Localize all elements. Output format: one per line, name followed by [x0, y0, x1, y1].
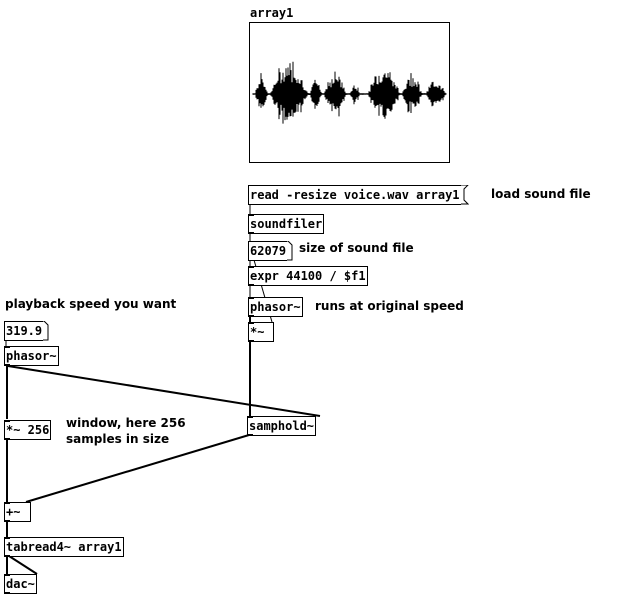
- tabread-object[interactable]: tabread4~ array1: [3, 537, 124, 557]
- mult-right-object[interactable]: *~: [248, 322, 274, 342]
- phasor-left-object[interactable]: phasor~: [4, 346, 59, 366]
- dac-object[interactable]: dac~: [4, 574, 37, 594]
- playback-speed-comment: playback speed you want: [5, 297, 177, 311]
- message-flag-icon: [460, 185, 469, 205]
- samphold-object[interactable]: samphold~: [247, 416, 317, 436]
- soundfiler-object[interactable]: soundfiler: [248, 214, 325, 234]
- size-number-box[interactable]: 62079: [248, 241, 293, 261]
- size-number-value: 62079: [250, 244, 287, 258]
- number-corner-icon: [43, 321, 49, 341]
- window-comment-line2: samples in size: [66, 432, 170, 446]
- cord-samphold-plus[interactable]: [25, 434, 250, 503]
- load-comment: load sound file: [491, 187, 591, 201]
- read-message-text: read -resize voice.wav array1: [250, 188, 460, 202]
- original-speed-comment: runs at original speed: [315, 299, 464, 313]
- size-comment: size of sound file: [299, 241, 414, 255]
- mult-left-object[interactable]: *~ 256: [4, 420, 52, 440]
- array-name-label: array1: [250, 6, 294, 20]
- phasor-right-object[interactable]: phasor~: [248, 297, 303, 317]
- array-graph[interactable]: [249, 22, 450, 163]
- cord-tabread-dac-right[interactable]: [8, 555, 38, 575]
- speed-number-box[interactable]: 319.9: [4, 321, 49, 341]
- cord-phasor-samphold[interactable]: [7, 365, 321, 417]
- speed-number-value: 319.9: [6, 324, 43, 338]
- number-corner-icon: [287, 241, 293, 261]
- window-comment-line1: window, here 256: [66, 416, 186, 430]
- plus-object[interactable]: +~: [4, 502, 31, 522]
- waveform-path: [252, 61, 447, 124]
- waveform-plot: [252, 61, 447, 124]
- read-message-box[interactable]: read -resize voice.wav array1: [248, 185, 469, 205]
- expr-object[interactable]: expr 44100 / $f1: [248, 266, 368, 286]
